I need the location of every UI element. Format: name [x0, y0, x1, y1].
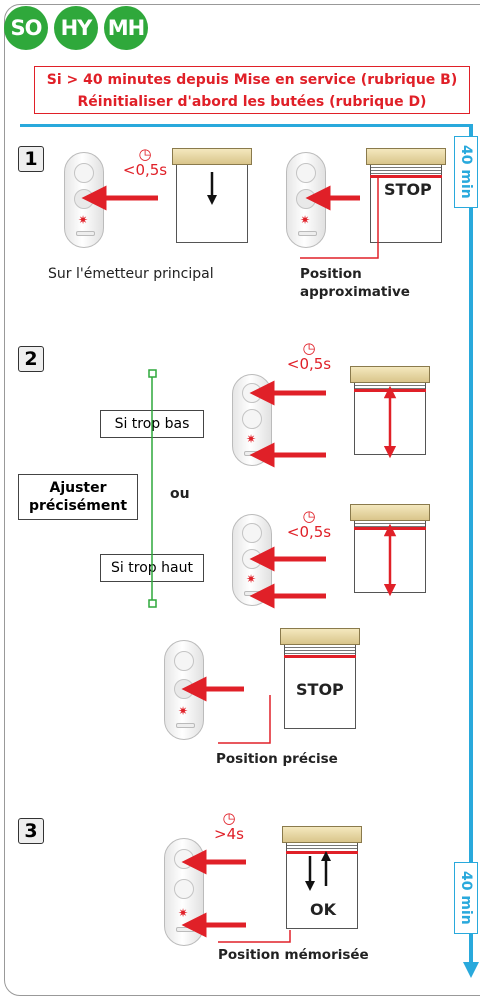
clock-icon: ◷ — [222, 809, 236, 827]
shutter-slats — [285, 645, 355, 655]
shutter-window — [370, 165, 442, 243]
remote-up-button — [296, 163, 316, 183]
badge-so: SO — [4, 6, 48, 50]
timer-label: <0,5s — [122, 161, 168, 179]
press-arrows — [81, 185, 360, 938]
remote-prog-button — [176, 723, 195, 728]
warning-line-1: Si > 40 minutes depuis Mise en service (… — [46, 72, 458, 88]
shutter-box — [350, 366, 430, 383]
stop-label: STOP — [296, 680, 344, 699]
precise-position-label: Position précise — [216, 751, 338, 767]
timer-step-2-high: ◷ <0,5s — [284, 508, 334, 540]
sun-icon: ✷ — [300, 213, 311, 227]
approx-position-line-2: approximative — [300, 284, 410, 300]
main-emitter-caption: Sur l'émetteur principal — [48, 266, 214, 282]
timer-label: <0,5s — [286, 523, 332, 541]
remote-down-button — [242, 409, 262, 429]
stop-label: STOP — [384, 180, 432, 199]
sun-icon: ✷ — [246, 432, 257, 446]
or-label: ou — [170, 486, 190, 502]
sun-icon: ✷ — [178, 704, 189, 718]
timer-step-2-low: ◷ <0,5s — [284, 340, 334, 372]
shutter-window — [284, 645, 356, 729]
warning-box: Si > 40 minutes depuis Mise en service (… — [34, 66, 470, 114]
remote-down-button — [174, 879, 194, 899]
shutter-box — [350, 504, 430, 521]
badge-hy: HY — [54, 6, 98, 50]
stop-line — [370, 175, 442, 178]
timer-step-3: ◷ >4s — [206, 810, 252, 842]
timeline-vertical-line — [469, 124, 473, 966]
shutter-box — [366, 148, 446, 165]
shutter-slats — [371, 165, 441, 175]
green-branch — [148, 369, 157, 608]
remote-prog-button — [298, 231, 317, 236]
clock-icon: ◷ — [302, 507, 316, 525]
approx-position-label: Position approximative — [300, 265, 410, 301]
clock-icon: ◷ — [302, 339, 316, 357]
sun-icon: ✷ — [246, 572, 257, 586]
timer-label: >4s — [214, 825, 244, 843]
stop-line — [284, 655, 356, 658]
time-tag-bottom: 40 min — [454, 862, 478, 934]
shutter-box — [172, 148, 252, 165]
timeline-top-line — [20, 124, 472, 127]
clock-icon: ◷ — [138, 145, 152, 163]
adjust-line-2: précisément — [28, 498, 128, 514]
timer-label: <0,5s — [286, 355, 332, 373]
remote-up-button — [174, 651, 194, 671]
adjust-box: Ajuster précisément — [18, 474, 138, 520]
shutter-slats — [287, 843, 357, 851]
sun-icon: ✷ — [78, 213, 89, 227]
adjust-line-1: Ajuster — [49, 480, 107, 496]
shutter-box — [282, 826, 362, 843]
step-1-number: 1 — [18, 146, 44, 172]
approx-position-line-1: Position — [300, 266, 362, 282]
ok-label: OK — [310, 900, 336, 919]
red-callout-lines — [218, 178, 379, 943]
remote-up-button — [74, 163, 94, 183]
warning-line-2: Réinitialiser d'abord les butées (rubriq… — [77, 94, 427, 110]
step-2-number: 2 — [18, 346, 44, 372]
step-3-number: 3 — [18, 818, 44, 844]
badge-mh: MH — [104, 6, 148, 50]
time-tag-top: 40 min — [454, 136, 478, 208]
shutter-box — [280, 628, 360, 645]
memorized-position-label: Position mémorisée — [218, 947, 369, 963]
remote-prog-button — [76, 231, 95, 236]
remote-up-button — [242, 523, 262, 543]
timer-step-1: ◷ <0,5s — [120, 146, 170, 178]
black-arrows — [207, 172, 331, 891]
